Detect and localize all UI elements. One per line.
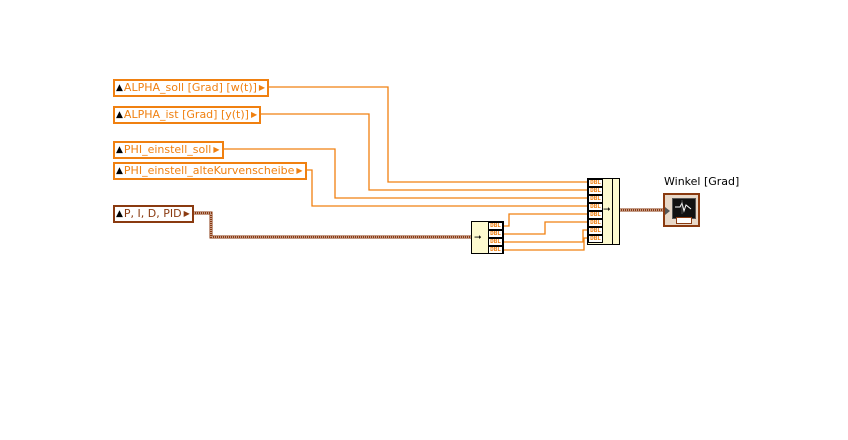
chart-icon [672, 198, 696, 219]
pid-label: P, I, D, PID [123, 207, 182, 220]
alpha-ist-label: ALPHA_ist [Grad] [y(t)] [123, 108, 249, 121]
wire-unbundle-1[interactable] [503, 213, 588, 227]
unbundle-out-2[interactable]: DBL [488, 230, 503, 238]
bundle-in-3[interactable]: DBL [588, 195, 603, 203]
home-icon: ▲ [116, 110, 123, 120]
home-icon: ▲ [116, 166, 123, 176]
wire-unbundle-2[interactable] [503, 221, 588, 235]
pid-terminal[interactable]: ▲ P, I, D, PID ▶ [113, 205, 194, 223]
wire-pid-cluster[interactable] [190, 211, 474, 239]
right-triangle-icon: ▶ [250, 110, 258, 119]
wire-alpha-soll[interactable] [266, 86, 588, 183]
wire-unbundle-4[interactable] [503, 237, 588, 251]
input-triangle-icon [665, 207, 670, 215]
home-icon: ▲ [116, 209, 123, 219]
phi-alt-terminal[interactable]: ▲ PHI_einstell_alteKurvenscheibe ▶ [113, 162, 307, 180]
home-icon: ▲ [116, 83, 123, 93]
unbundle-node[interactable]: ➞ DBL DBL DBL DBL [471, 221, 504, 254]
home-icon: ▲ [116, 145, 123, 155]
phi-soll-terminal[interactable]: ▲ PHI_einstell_soll ▶ [113, 141, 224, 159]
wire-phi-soll[interactable] [221, 148, 588, 199]
unbundle-out-1[interactable]: DBL [488, 222, 503, 230]
bundle-in-1[interactable]: DBL [588, 179, 603, 187]
phi-soll-label: PHI_einstell_soll [123, 143, 212, 156]
bundle-in-2[interactable]: DBL [588, 187, 603, 195]
chart-control-icon [676, 217, 692, 224]
unbundle-out-4[interactable]: DBL [488, 246, 503, 254]
wire-alpha-ist[interactable] [256, 113, 588, 191]
wire-unbundle-3[interactable] [503, 229, 588, 243]
unbundle-out-3[interactable]: DBL [488, 238, 503, 246]
alpha-soll-terminal[interactable]: ▲ ALPHA_soll [Grad] [w(t)] ▶ [113, 79, 270, 97]
alpha-ist-terminal[interactable]: ▲ ALPHA_ist [Grad] [y(t)] ▶ [113, 106, 262, 124]
phi-alt-label: PHI_einstell_alteKurvenscheibe [123, 164, 295, 177]
bundle-in-7[interactable]: DBL [588, 227, 603, 235]
arrow-icon: ➞ [603, 205, 611, 215]
bundle-divider [612, 179, 613, 244]
alpha-soll-label: ALPHA_soll [Grad] [w(t)] [123, 81, 257, 94]
bundle-in-6[interactable]: DBL [588, 219, 603, 227]
bundle-in-8[interactable]: DBL [588, 235, 603, 243]
right-triangle-icon: ▶ [296, 166, 303, 175]
waveform-chart-indicator[interactable] [663, 193, 700, 227]
right-triangle-icon: ▶ [183, 209, 190, 218]
bundle-in-4[interactable]: DBL [588, 203, 603, 211]
bundle-node[interactable]: DBL DBL DBL DBL DBL DBL DBL DBL ➞ [587, 178, 620, 245]
right-triangle-icon: ▶ [213, 145, 220, 154]
wire-phi-alt[interactable] [302, 169, 588, 207]
right-triangle-icon: ▶ [258, 83, 266, 92]
arrow-icon: ➞ [474, 233, 482, 243]
bundle-in-5[interactable]: DBL [588, 211, 603, 219]
winkel-label: Winkel [Grad] [664, 175, 740, 188]
